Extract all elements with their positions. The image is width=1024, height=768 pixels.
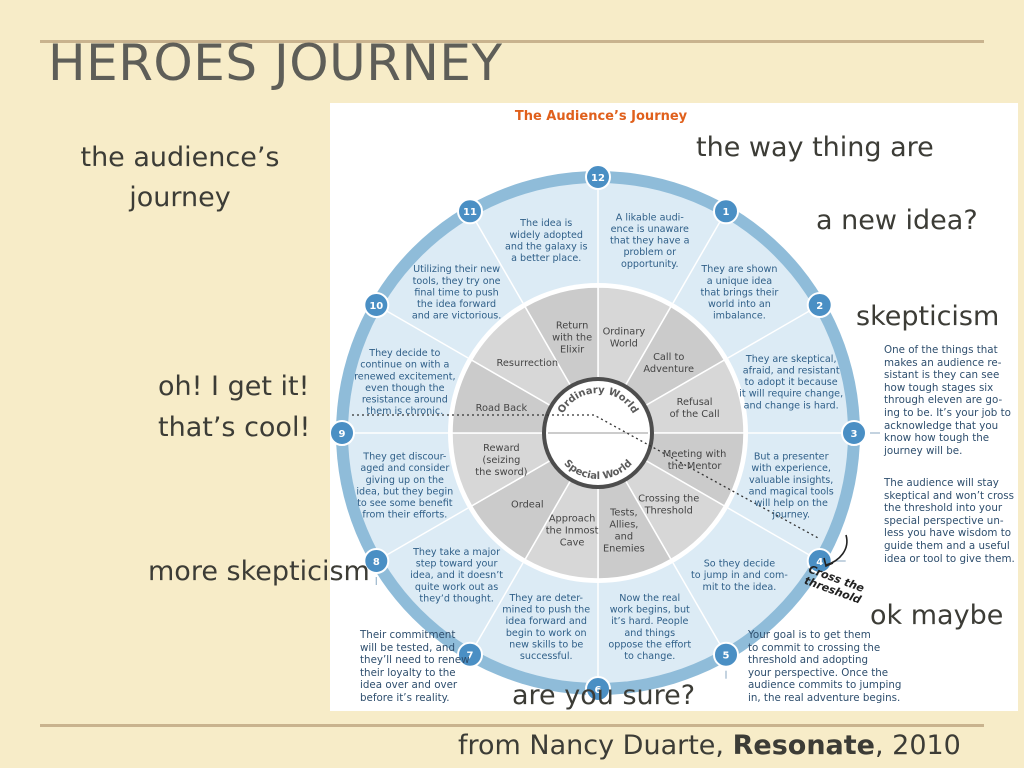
spoke — [381, 307, 469, 359]
diagram-title: The Audience’s Journey — [515, 109, 688, 124]
inner-stage-label-10: Road Back — [476, 403, 528, 414]
stage-badge-number-10: 10 — [369, 301, 383, 312]
footer-credit: from Nancy Duarte, Resonate, 2010 — [458, 730, 961, 761]
stage-badge-number-2: 2 — [816, 301, 823, 312]
inner-stage-label-8: Ordeal — [511, 500, 544, 511]
stage-badge-8 — [363, 548, 390, 574]
slide-title: HEROES JOURNEY — [48, 34, 503, 92]
footer-suffix: , 2010 — [874, 730, 961, 761]
stage-badge-6 — [585, 676, 611, 702]
stage-badge-number-4: 4 — [816, 557, 823, 568]
stage-badge-12 — [585, 164, 611, 190]
stage-badge-number-8: 8 — [373, 557, 380, 568]
stage-badge-number-7: 7 — [467, 651, 474, 662]
spoke — [472, 562, 524, 650]
spoke — [727, 507, 815, 559]
note-stage-4: The audience will stay skeptical and won… — [884, 477, 1015, 565]
top-rule — [40, 40, 984, 43]
stage-badge-number-11: 11 — [463, 207, 477, 218]
stage-badge-number-3: 3 — [851, 429, 858, 440]
stage-badge-4 — [806, 548, 833, 574]
stage-badge-number-1: 1 — [723, 207, 730, 218]
annotation-new-idea: a new idea? — [816, 205, 978, 236]
annotation-more-skepticism: more skepticism — [148, 556, 370, 587]
stage-badge-5 — [713, 641, 739, 668]
bottom-rule — [40, 724, 984, 727]
cross-threshold-label: Cross thethreshold — [802, 563, 867, 607]
annotation-get-it: oh! I get it! that’s cool! — [158, 371, 311, 443]
stage-badge-7 — [457, 641, 483, 668]
stage-badge-11 — [457, 198, 483, 225]
spoke — [381, 507, 469, 559]
annotation-ok-maybe: ok maybe — [870, 600, 1004, 631]
stage-badge-9 — [330, 420, 355, 446]
footer-prefix: from Nancy Duarte, — [458, 730, 733, 761]
annotation-way-things-are: the way thing are — [696, 132, 934, 163]
stage-text-3: They are skeptical,afraid, and resistant… — [739, 354, 843, 411]
stage-badge-number-12: 12 — [591, 173, 605, 184]
spoke — [672, 562, 724, 650]
footer-book: Resonate — [732, 730, 875, 761]
note-stage-3: One of the things that makes an audience… — [884, 344, 1011, 457]
cross-threshold-arrowhead — [823, 557, 834, 568]
annotation-are-you-sure: are you sure? — [512, 680, 696, 711]
stage-badge-10 — [363, 292, 390, 318]
stage-badge-number-6: 6 — [595, 685, 602, 696]
spoke — [672, 216, 724, 304]
spoke — [727, 307, 815, 359]
audience-journey-label: the audience’s journey — [80, 142, 280, 213]
stage-badge-number-5: 5 — [723, 651, 730, 662]
threshold-line — [352, 414, 821, 540]
note-stage-8: Their commitment will be tested, and the… — [360, 629, 470, 704]
inner-stage-label-11: Resurrection — [497, 358, 559, 369]
annotation-skepticism: skepticism — [856, 301, 1000, 332]
stage-badge-2 — [806, 292, 833, 318]
stage-badge-3 — [841, 420, 867, 446]
stage-badge-number-9: 9 — [339, 429, 346, 440]
spoke — [472, 216, 524, 304]
stage-badge-1 — [713, 198, 739, 225]
note-stage-5: Your goal is to get them to commit to cr… — [748, 629, 902, 704]
